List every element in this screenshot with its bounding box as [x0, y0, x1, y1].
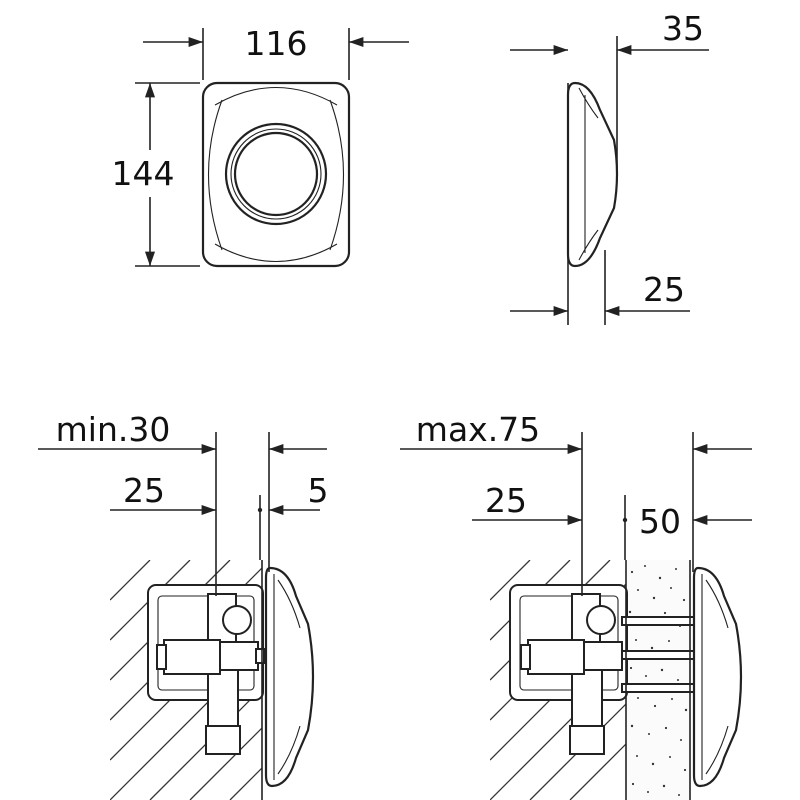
max-gap-dot	[622, 517, 628, 523]
min-gap-dot	[257, 507, 263, 513]
max-gap-label: 50	[639, 502, 681, 541]
depth-label: 35	[662, 9, 704, 48]
base-label: 25	[643, 270, 685, 309]
flush-plate-left	[264, 566, 315, 788]
side-view: 35 25	[510, 9, 709, 325]
extension-rod-middle	[621, 650, 695, 660]
width-label: 116	[245, 24, 308, 63]
install-min-view: min.30 25 5	[38, 410, 329, 800]
push-button	[233, 131, 319, 217]
valve-inlet-right	[527, 639, 585, 675]
valve-knob-right	[586, 605, 616, 635]
side-plate-detail	[578, 87, 599, 261]
tile-layer	[626, 560, 690, 800]
valve-inlet-cap-left	[156, 644, 167, 670]
min-offset-label: 25	[123, 471, 165, 510]
valve-head-right	[583, 641, 623, 671]
extension-rod-top	[621, 616, 695, 626]
valve-inlet-cap-right	[520, 644, 531, 670]
valve-knob-left	[222, 605, 252, 635]
valve-nut-right	[569, 725, 605, 755]
height-label: 144	[112, 154, 175, 193]
front-plate-contour	[208, 86, 344, 263]
tile-stipple	[628, 565, 688, 796]
valve-stem-left	[255, 648, 265, 664]
front-plate-outline	[201, 81, 351, 268]
valve-inlet-left	[163, 639, 221, 675]
push-button-outer-ring	[224, 122, 328, 226]
extension-rod-bottom	[621, 683, 695, 693]
front-view: 116 144	[112, 24, 409, 268]
valve-nut-left	[205, 725, 241, 755]
max-offset-label: 25	[485, 481, 527, 520]
flush-plate-right	[692, 566, 743, 788]
push-button-ring	[230, 128, 322, 220]
flush-plate-detail-right	[701, 574, 729, 780]
max-depth-label: max.75	[416, 410, 540, 449]
install-max-view: max.75 25 50	[400, 410, 752, 800]
valve-head-left	[219, 641, 259, 671]
min-depth-label: min.30	[56, 410, 171, 449]
min-gap-label: 5	[308, 471, 329, 510]
flush-plate-detail-left	[273, 574, 301, 780]
